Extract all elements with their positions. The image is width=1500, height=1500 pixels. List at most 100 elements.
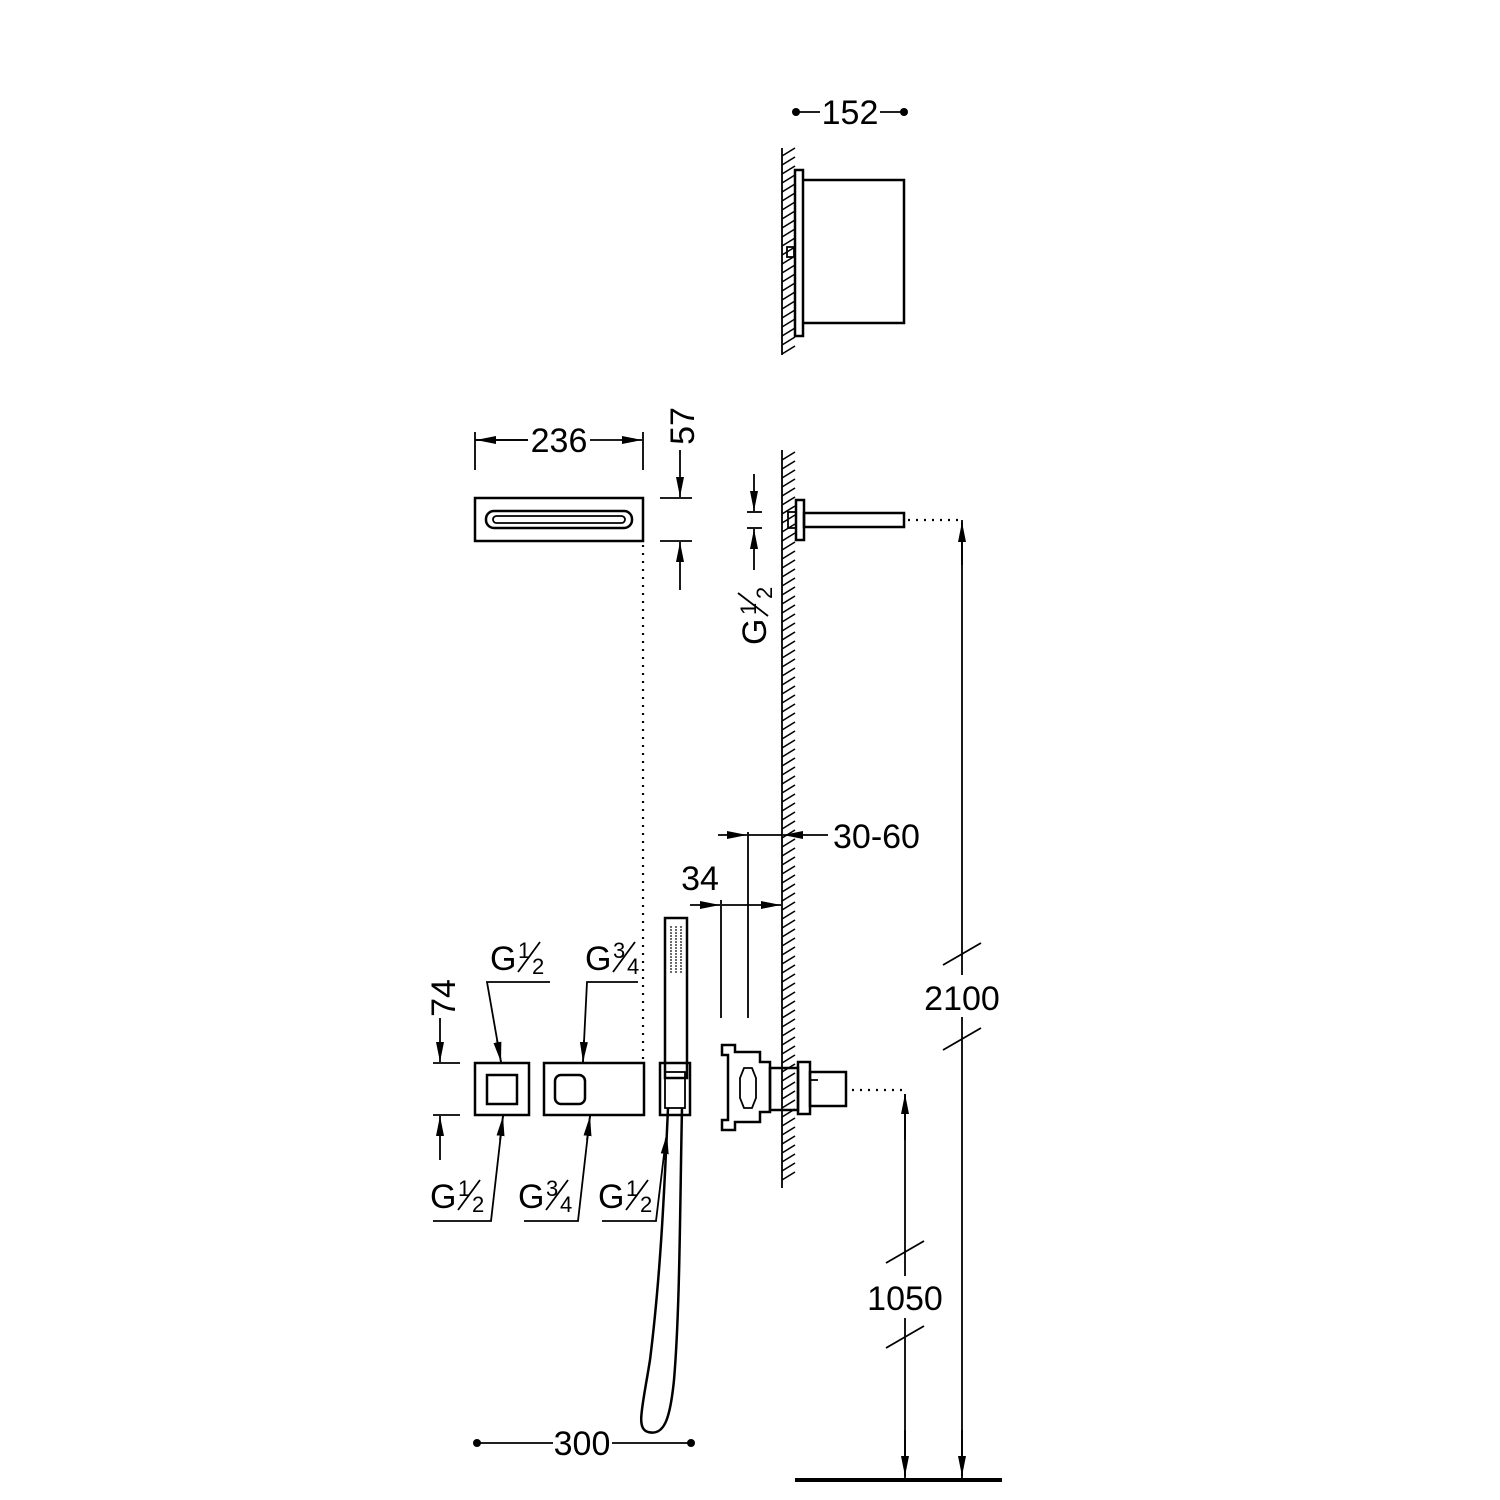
leader-lower-right-arrow xyxy=(660,1133,669,1161)
hatch-stroke xyxy=(781,766,796,776)
hatch-stroke xyxy=(781,721,796,731)
hatch-stroke xyxy=(781,1018,796,1028)
nozzle-dot xyxy=(675,932,677,934)
dim-30-60-label: 30-60 xyxy=(833,818,920,856)
nozzle-dot xyxy=(675,941,677,943)
hatch-stroke xyxy=(781,811,796,821)
hatch-stroke xyxy=(781,219,796,229)
head-body-side xyxy=(803,178,906,325)
hatch-stroke xyxy=(781,775,796,785)
hatch-stroke xyxy=(781,1000,796,1010)
hatch-stroke xyxy=(781,1045,796,1055)
head-connector xyxy=(786,246,795,258)
frac-bar xyxy=(612,941,636,973)
dim-152-label: 152 xyxy=(822,94,879,132)
nozzle-dot xyxy=(680,926,682,928)
hatch-stroke xyxy=(781,1171,796,1181)
hatch-stroke xyxy=(781,147,796,157)
dim-2100-label: 2100 xyxy=(924,980,1000,1018)
nozzle-dot xyxy=(680,938,682,940)
valve-body-side xyxy=(720,1043,848,1132)
nozzle-dot xyxy=(670,938,672,940)
hatch-stroke xyxy=(781,946,796,956)
hatch-stroke xyxy=(781,856,796,866)
hatch-stroke xyxy=(781,784,796,794)
hatch-stroke xyxy=(781,1099,796,1109)
hatch-stroke xyxy=(781,640,796,650)
nozzle-dot xyxy=(675,968,677,970)
frac-bar xyxy=(457,1179,481,1211)
handshower-body xyxy=(663,916,689,1080)
hatch-stroke xyxy=(781,631,796,641)
hatch-stroke xyxy=(781,345,796,355)
leader-lower-middle xyxy=(524,1115,591,1222)
hatch-stroke xyxy=(781,982,796,992)
hatch-stroke xyxy=(781,300,796,310)
hatch-stroke xyxy=(781,613,796,623)
flange-top xyxy=(793,168,805,338)
nozzle-dot xyxy=(670,941,672,943)
svg-text:G: G xyxy=(518,1178,544,1216)
nozzle-dot xyxy=(670,962,672,964)
head-front-slot-outer xyxy=(484,509,634,530)
nozzle-dot xyxy=(680,971,682,973)
hatch-stroke xyxy=(781,964,796,974)
hatch-stroke xyxy=(781,757,796,767)
hatch-stroke xyxy=(781,1036,796,1046)
hatch-stroke xyxy=(781,273,796,283)
holder-plate xyxy=(658,1061,692,1117)
hatch-stroke xyxy=(781,550,796,560)
svg-text:1: 1 xyxy=(458,1176,470,1201)
spout-arm xyxy=(802,511,906,529)
hatch-stroke xyxy=(781,595,796,605)
hatch-stroke xyxy=(781,559,796,569)
nozzle-dot xyxy=(675,935,677,937)
nozzle-dot xyxy=(680,950,682,952)
svg-text:3: 3 xyxy=(613,938,625,963)
dim-1050-label-bg xyxy=(868,1276,944,1318)
hatch-stroke xyxy=(781,318,796,328)
leader-lower-right xyxy=(602,1137,667,1222)
dim-1050-break-bottom xyxy=(885,1325,925,1349)
nozzle-dot xyxy=(680,956,682,958)
hatch-stroke xyxy=(781,919,796,929)
hatch-stroke xyxy=(781,174,796,184)
hatch-stroke xyxy=(781,883,796,893)
hatch-stroke xyxy=(781,658,796,668)
hatch-stroke xyxy=(781,1072,796,1082)
valve-handle-side xyxy=(808,1070,848,1108)
nozzle-dot xyxy=(670,947,672,949)
hatch-stroke xyxy=(781,469,796,479)
nozzle-dot xyxy=(675,959,677,961)
hatch-stroke xyxy=(781,1027,796,1037)
holder-inner xyxy=(664,1071,686,1109)
leader-lower-left-arrow xyxy=(496,1115,505,1141)
nozzle-dot xyxy=(670,968,672,970)
nozzle-dot xyxy=(675,956,677,958)
hatch-stroke xyxy=(781,829,796,839)
hatch-stroke xyxy=(781,237,796,247)
dim-34-label: 34 xyxy=(681,860,719,898)
frac-bar xyxy=(517,941,541,973)
svg-text:2: 2 xyxy=(640,1192,652,1217)
hatch-stroke xyxy=(781,991,796,1001)
hatch-stroke xyxy=(781,192,796,202)
thermostat-plate xyxy=(542,1061,646,1117)
leader-upper-right-arrow xyxy=(579,1039,588,1063)
svg-text:3: 3 xyxy=(546,1176,558,1201)
conn-lower-left-label: G 1 2 xyxy=(430,1176,484,1217)
hatch-stroke xyxy=(781,973,796,983)
svg-text:G: G xyxy=(430,1178,456,1216)
hatch-stroke xyxy=(781,156,796,166)
nozzle-dot xyxy=(670,950,672,952)
hatch-stroke xyxy=(781,451,796,461)
shower-head-front-view: 236 57 xyxy=(473,407,702,1060)
hatch-stroke xyxy=(781,541,796,551)
nozzle-dot xyxy=(680,944,682,946)
nozzle-dot xyxy=(680,968,682,970)
hatch-stroke xyxy=(781,336,796,346)
hatch-stroke xyxy=(781,309,796,319)
leader-lower-left xyxy=(433,1115,504,1222)
nozzle-dot xyxy=(675,971,677,973)
